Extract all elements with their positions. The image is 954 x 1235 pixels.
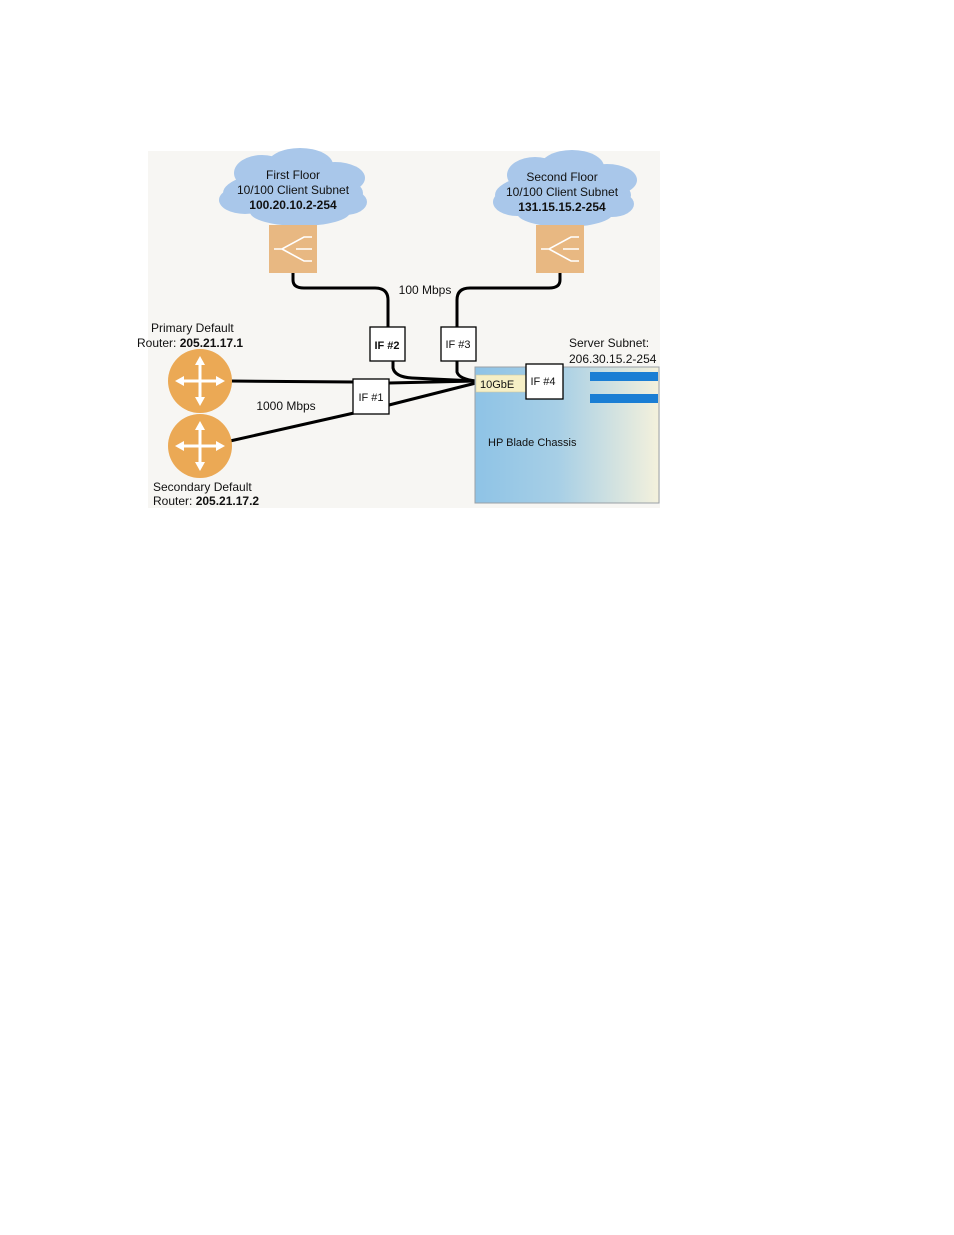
interface-if1: IF #1 <box>353 379 389 414</box>
primary-router-prefix: Router: <box>137 336 180 350</box>
secondary-router-title: Secondary Default <box>153 480 252 494</box>
first-floor-subnet-range: 100.20.10.2-254 <box>249 198 337 212</box>
cable-primary-router <box>230 381 354 382</box>
hp-blade-chassis: 10GbE HP Blade Chassis <box>475 367 659 503</box>
interface-if3: IF #3 <box>441 327 476 361</box>
primary-router-icon <box>168 349 232 413</box>
primary-router-address-line: Router: 205.21.17.1 <box>137 336 243 350</box>
10gbe-port-label: 10GbE <box>480 379 514 391</box>
second-floor-title: Second Floor <box>526 170 597 184</box>
chassis-label: HP Blade Chassis <box>488 437 577 449</box>
if4-label: IF #4 <box>530 376 555 388</box>
router-link-speed: 1000 Mbps <box>256 399 315 413</box>
secondary-router-icon <box>168 414 232 478</box>
primary-router-ip: 205.21.17.1 <box>180 336 244 350</box>
if1-label: IF #1 <box>358 392 383 404</box>
secondary-router-ip: 205.21.17.2 <box>196 494 260 508</box>
blade-server-2 <box>590 394 658 403</box>
first-floor-title: First Floor <box>266 168 320 182</box>
server-subnet-range: 206.30.15.2-254 <box>569 352 657 366</box>
blade-server-1 <box>590 372 658 381</box>
primary-router-title: Primary Default <box>151 321 234 335</box>
server-subnet-title: Server Subnet: <box>569 336 649 350</box>
client-link-speed: 100 Mbps <box>399 283 452 297</box>
if2-label: IF #2 <box>374 340 399 352</box>
second-floor-subnet-range: 131.15.15.2-254 <box>518 200 606 214</box>
interface-if2: IF #2 <box>370 327 405 361</box>
second-floor-switch-icon <box>536 225 584 273</box>
secondary-router-prefix: Router: <box>153 494 196 508</box>
secondary-router-address-line: Router: 205.21.17.2 <box>153 494 259 508</box>
if3-label: IF #3 <box>445 339 470 351</box>
first-floor-subnet-label: 10/100 Client Subnet <box>237 183 350 197</box>
second-floor-subnet-label: 10/100 Client Subnet <box>506 185 619 199</box>
first-floor-switch-icon <box>269 225 317 273</box>
cable-if1-chassis-upper <box>389 381 476 383</box>
interface-if4: IF #4 <box>526 364 563 399</box>
